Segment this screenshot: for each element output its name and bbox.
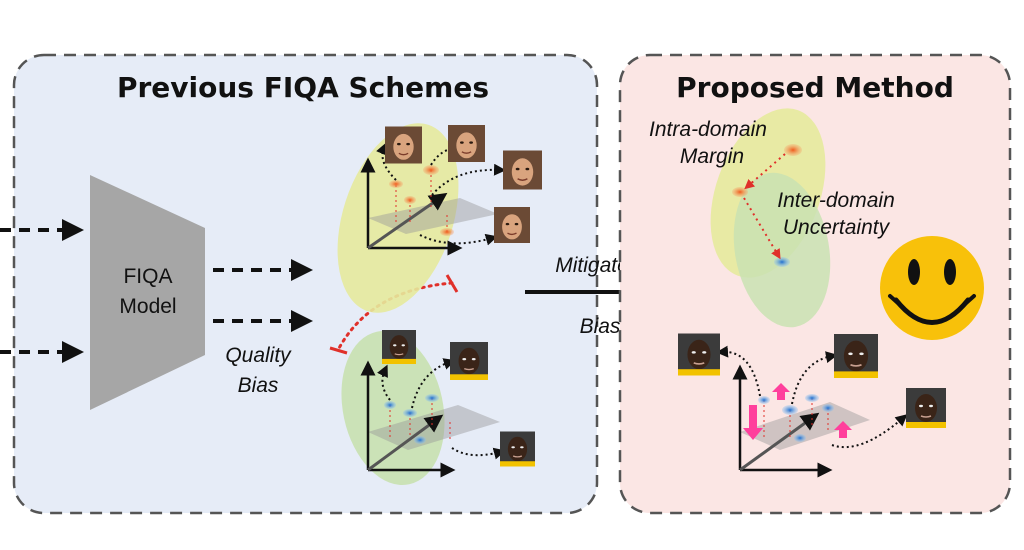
orange-point	[404, 196, 416, 204]
axis-z-top	[367, 192, 448, 250]
intra-domain-line2: Margin	[680, 145, 744, 168]
inter-domain-line2: Uncertainty	[783, 216, 891, 239]
left-panel-title: Previous FIQA Schemes	[117, 71, 489, 104]
mitigated-cluster	[678, 333, 946, 478]
orange-point	[440, 228, 454, 236]
link-arrow	[791, 351, 838, 405]
link-arrow	[831, 414, 908, 449]
green-domain-cluster	[341, 329, 535, 486]
point-dropdowns-top	[395, 170, 448, 232]
quality-bias-line2: Bias	[238, 374, 279, 397]
link-arrow	[431, 163, 506, 196]
pink-up-arrow	[834, 421, 852, 438]
face-thumbnail	[450, 341, 488, 381]
blue-point	[414, 436, 426, 444]
mitigate-label-line1: Mitigate	[555, 254, 629, 277]
smiley-icon	[880, 236, 984, 340]
face-thumbnail	[382, 329, 416, 365]
orange-point	[732, 187, 748, 197]
link-arrow	[430, 142, 461, 166]
blue-point	[774, 257, 790, 267]
face-thumbnail	[385, 125, 422, 165]
output-arrow-bottom-head	[291, 310, 313, 332]
mitigate-label-line2: Bias	[580, 315, 621, 338]
inter-uncertainty-arrow	[743, 197, 781, 260]
right-panel-title: Proposed Method	[676, 71, 954, 104]
blue-point	[758, 396, 770, 404]
quality-bias-cap-top	[445, 274, 459, 293]
point-dropdowns-right	[763, 398, 829, 440]
link-arrow	[376, 142, 397, 181]
blue-point	[822, 404, 834, 412]
pink-down-arrow	[743, 405, 763, 440]
model-label-line1: FIQA	[123, 265, 172, 288]
model-label-line2: Model	[119, 295, 176, 318]
pink-up-arrow	[772, 383, 790, 400]
input-arrow-top-head	[62, 219, 84, 241]
link-arrow	[716, 345, 761, 397]
face-thumbnail	[500, 430, 535, 468]
blue-point	[403, 409, 417, 417]
axis-z-right	[739, 412, 820, 472]
blue-point	[794, 434, 806, 442]
inter-domain-line1: Inter-domain	[777, 189, 895, 212]
face-thumbnail	[834, 333, 878, 379]
orange-point	[784, 144, 802, 156]
yellow-domain-cluster	[337, 123, 542, 313]
link-arrow	[411, 358, 456, 409]
blue-point	[805, 394, 819, 402]
face-thumbnail	[448, 125, 485, 162]
quality-bias-cap-bottom	[329, 346, 348, 355]
orange-point	[423, 165, 439, 175]
blue-point	[384, 401, 396, 409]
quality-bias-line1: Quality	[225, 344, 292, 367]
intra-margin-arrow	[744, 153, 786, 190]
link-arrow	[377, 364, 391, 401]
blue-point	[782, 405, 798, 415]
green-domain-ellipse	[733, 172, 831, 328]
face-thumbnail	[503, 149, 542, 191]
link-arrow	[419, 233, 498, 246]
input-arrow-bottom-head	[62, 341, 84, 363]
orange-point	[389, 180, 403, 188]
output-arrow-top-head	[291, 259, 313, 281]
face-thumbnail	[678, 333, 720, 376]
intra-domain-line1: Intra-domain	[649, 118, 767, 141]
blue-point	[425, 394, 439, 402]
axis-z-bottom	[367, 414, 444, 472]
face-thumbnail	[906, 387, 946, 429]
face-thumbnail	[494, 206, 530, 244]
point-dropdowns-bottom	[389, 398, 451, 440]
fiqa-model-shape	[90, 175, 205, 410]
